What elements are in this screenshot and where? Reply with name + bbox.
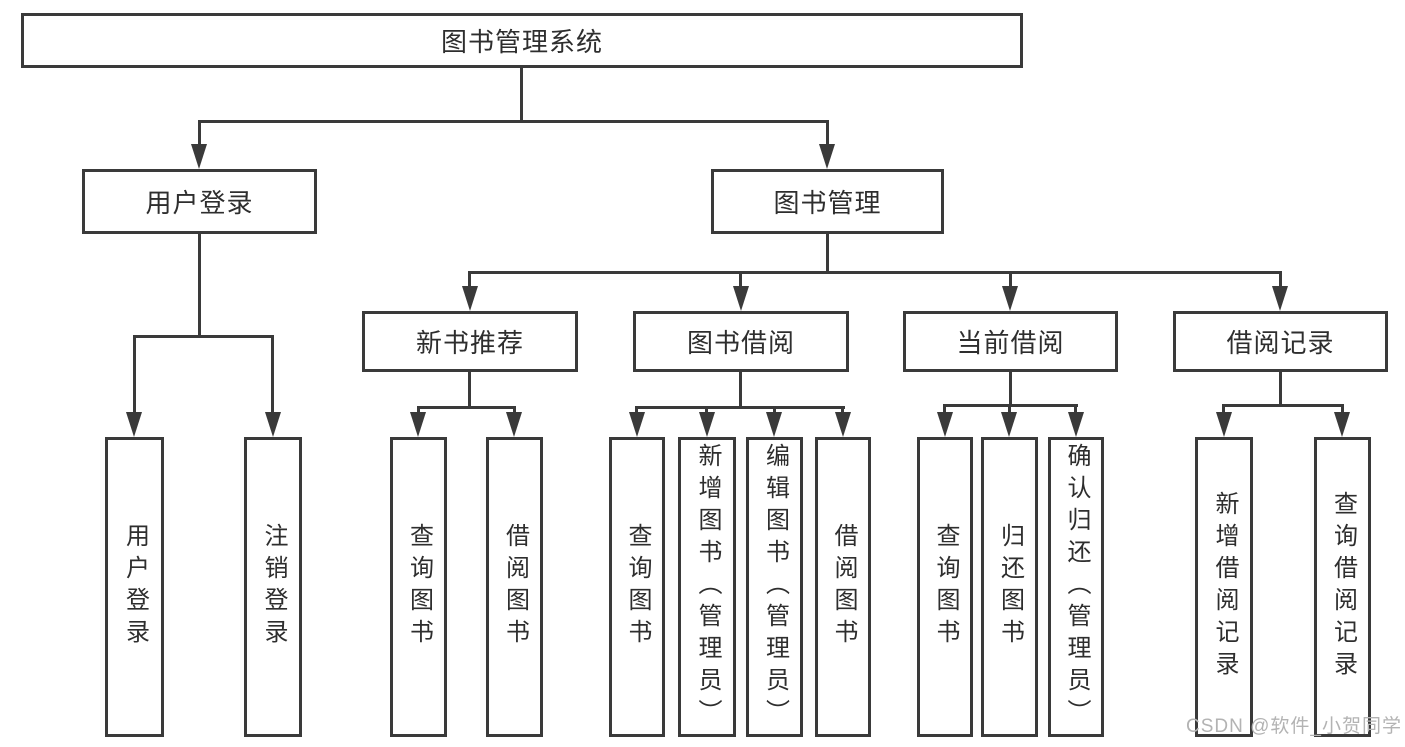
- connector-arrowhead: [835, 412, 851, 437]
- connector-line: [826, 120, 829, 147]
- node-label: 借阅记录: [1226, 328, 1335, 358]
- connector-arrowhead: [191, 144, 207, 169]
- leaf-label: 查询借阅记录: [1329, 491, 1357, 683]
- connector-line: [635, 406, 845, 409]
- connector-line: [1341, 404, 1344, 415]
- leaf-query-books-current: 查询图书: [917, 437, 973, 737]
- connector-line: [635, 406, 638, 415]
- connector-arrowhead: [1001, 412, 1017, 437]
- leaf-return-books: 归还图书: [981, 437, 1038, 737]
- connector-line: [1074, 404, 1077, 415]
- connector-arrowhead: [410, 412, 426, 437]
- connector-arrowhead: [265, 412, 281, 437]
- connector-arrowhead: [1216, 412, 1232, 437]
- connector-arrowhead: [699, 412, 715, 437]
- node-library-management-system: 图书管理系统: [21, 13, 1023, 68]
- connector-line: [1279, 372, 1282, 407]
- connector-line: [1279, 271, 1282, 290]
- connector-arrowhead: [126, 412, 142, 437]
- connector-arrowhead: [629, 412, 645, 437]
- connector-arrowhead: [1272, 286, 1288, 311]
- leaf-logout: 注销登录: [244, 437, 302, 737]
- node-new-book-recommend: 新书推荐: [362, 311, 578, 372]
- connector-arrowhead: [937, 412, 953, 437]
- connector-line: [271, 335, 274, 414]
- connector-arrowhead: [733, 286, 749, 311]
- connector-line: [826, 234, 829, 274]
- connector-line: [133, 335, 136, 414]
- leaf-label: 新增图书（管理员）: [694, 443, 721, 731]
- connector-arrowhead: [1002, 286, 1018, 311]
- connector-line: [1008, 404, 1011, 415]
- connector-line: [468, 271, 1282, 274]
- connector-line: [1009, 372, 1012, 407]
- node-label: 新书推荐: [415, 328, 524, 358]
- leaf-borrow-books-recommend: 借阅图书: [486, 437, 543, 737]
- leaf-label: 查询图书: [624, 523, 651, 651]
- leaf-label: 借阅图书: [501, 523, 529, 651]
- connector-arrowhead: [819, 144, 835, 169]
- leaf-label: 确认归还（管理员）: [1063, 443, 1090, 731]
- node-label: 当前借阅: [956, 328, 1065, 358]
- connector-arrowhead: [1334, 412, 1350, 437]
- connector-line: [1222, 404, 1225, 415]
- connector-line: [1009, 271, 1012, 290]
- csdn-watermark: CSDN @软件_小贺同学: [1186, 716, 1402, 737]
- connector-arrowhead: [766, 412, 782, 437]
- node-label: 图书借阅: [686, 328, 795, 358]
- leaf-query-books-borrow: 查询图书: [609, 437, 665, 737]
- connector-line: [133, 335, 274, 338]
- leaf-edit-books-admin: 编辑图书（管理员）: [746, 437, 803, 737]
- node-book-management: 图书管理: [711, 169, 944, 234]
- leaf-borrow-books: 借阅图书: [815, 437, 871, 737]
- leaf-query-borrow-record: 查询借阅记录: [1314, 437, 1371, 737]
- connector-line: [841, 406, 844, 415]
- leaf-label: 归还图书: [996, 523, 1024, 651]
- connector-line: [198, 120, 201, 147]
- connector-arrowhead: [1068, 412, 1084, 437]
- connector-line: [739, 372, 742, 409]
- connector-line: [468, 372, 471, 409]
- leaf-label: 新增借阅记录: [1211, 491, 1238, 683]
- leaf-label: 用户登录: [121, 523, 149, 651]
- connector-line: [943, 404, 946, 415]
- leaf-label: 查询图书: [405, 523, 433, 651]
- node-borrow-records: 借阅记录: [1173, 311, 1388, 372]
- node-current-borrow: 当前借阅: [903, 311, 1118, 372]
- connector-arrowhead: [506, 412, 522, 437]
- node-book-borrow: 图书借阅: [633, 311, 849, 372]
- leaf-label: 借阅图书: [830, 523, 857, 651]
- leaf-confirm-return-admin: 确认归还（管理员）: [1048, 437, 1104, 737]
- node-label: 用户登录: [145, 188, 254, 218]
- connector-line: [513, 406, 516, 415]
- connector-line: [739, 271, 742, 290]
- leaf-label: 编辑图书（管理员）: [761, 443, 789, 731]
- connector-line: [468, 271, 471, 290]
- connector-line: [417, 406, 516, 409]
- node-label: 图书管理: [773, 188, 882, 218]
- connector-line: [520, 68, 523, 123]
- leaf-add-books-admin: 新增图书（管理员）: [678, 437, 736, 737]
- connector-line: [1222, 404, 1344, 407]
- leaf-user-login: 用户登录: [105, 437, 164, 737]
- leaf-label: 注销登录: [260, 523, 287, 651]
- leaf-query-books-recommend: 查询图书: [390, 437, 447, 737]
- connector-line: [198, 120, 829, 123]
- leaf-add-borrow-record: 新增借阅记录: [1195, 437, 1253, 737]
- leaf-label: 查询图书: [932, 523, 959, 651]
- connector-arrowhead: [462, 286, 478, 311]
- connector-line: [417, 406, 420, 415]
- connector-line: [198, 234, 201, 338]
- node-user-login: 用户登录: [82, 169, 317, 234]
- connector-line: [773, 406, 776, 415]
- node-label: 图书管理系统: [440, 27, 603, 57]
- connector-line: [705, 406, 708, 415]
